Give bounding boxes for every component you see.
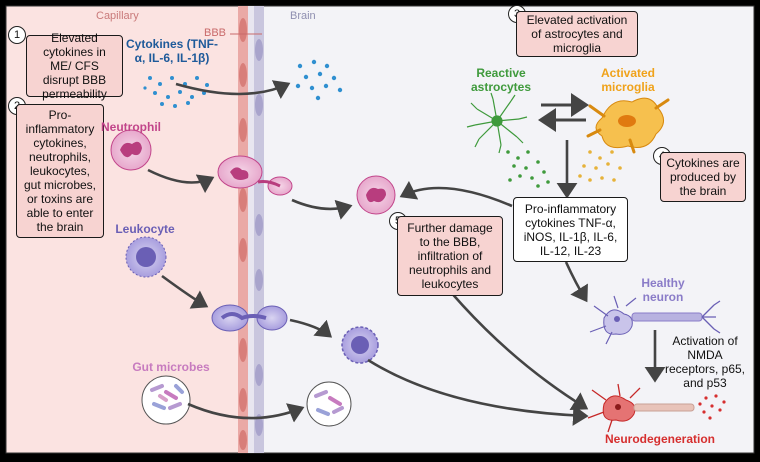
bbb-wall	[238, 6, 264, 453]
healthy-neuron-label: Healthy neuron	[641, 276, 685, 304]
cytokine-dots-brain-icon	[295, 59, 343, 101]
nmda-activation-text: Activation of NMDA receptors, p65, and p…	[664, 334, 746, 390]
gut-microbes-label: Gut microbes	[132, 360, 210, 374]
neutrophil-cell-icon	[110, 129, 152, 171]
astrocyte-cytokine-dots	[506, 150, 550, 188]
brain-label: Brain	[290, 10, 316, 22]
microglia-icon	[586, 97, 670, 154]
healthy-neuron-icon	[589, 295, 721, 345]
leukocyte-crossing-icon	[211, 304, 288, 332]
neutrophil-brain-icon	[356, 175, 396, 215]
leukocyte-cell-icon	[125, 236, 167, 278]
cytokine-list-box: Pro-inflammatory cytokines TNF-α, iNOS, …	[513, 197, 628, 262]
gut-microbes-icon	[141, 375, 191, 425]
step3-box: Elevated activation of astrocytes and mi…	[516, 11, 638, 57]
step5-box: Further damage to the BBB, infiltration …	[397, 216, 503, 296]
activated-microglia-label: Activated microglia	[600, 66, 656, 94]
reactive-astrocytes-label: Reactive astrocytes	[470, 66, 532, 94]
step4-box: Cytokines are produced by the brain	[660, 152, 746, 202]
leukocyte-label: Leukocyte	[115, 222, 175, 236]
step-number-1: 1	[8, 26, 26, 44]
capillary-label: Capillary	[96, 10, 139, 22]
step1-box: Elevated cytokines in ME/ CFS disrupt BB…	[26, 31, 123, 101]
astrocyte-icon	[466, 92, 528, 154]
microglia-cytokine-dots	[578, 150, 622, 182]
gut-microbes-brain-icon	[306, 381, 352, 427]
neurodegeneration-label: Neurodegeneration	[604, 432, 715, 446]
step2-box: Pro-inflammatory cytokines, neutrophils,…	[16, 104, 104, 238]
leukocyte-brain-icon	[341, 326, 379, 364]
neutrophil-crossing-icon	[217, 155, 293, 196]
degenerating-neuron-icon	[587, 383, 726, 433]
cytokines-label: Cytokines (TNF-α, IL-6, IL-1β)	[125, 37, 218, 65]
bbb-label: BBB	[204, 27, 227, 39]
neutrophil-label: Neutrophil	[101, 120, 161, 134]
